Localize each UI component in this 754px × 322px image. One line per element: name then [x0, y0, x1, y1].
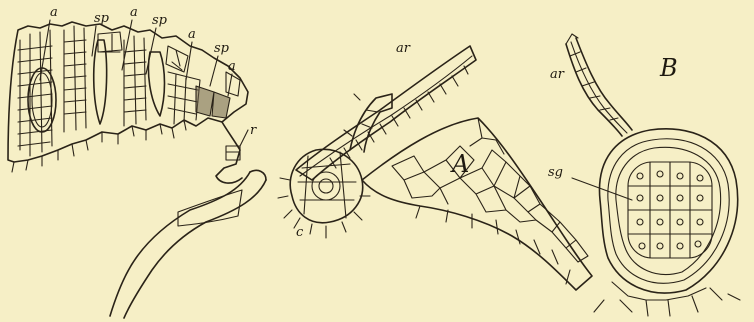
label-mid-ar: ar	[396, 41, 411, 56]
figure-b-archegonium: ar sg B	[548, 34, 740, 316]
label-left-a1: a	[50, 5, 58, 20]
label-mid-c: c	[296, 225, 304, 240]
label-left-a4: a	[228, 59, 236, 74]
label-left-sp2: sp	[152, 13, 168, 28]
label-left-r: r	[250, 123, 257, 138]
left-receptacle-section: a sp a sp a sp a r	[8, 5, 266, 318]
label-fig-A: A	[450, 150, 469, 178]
label-right-ar: ar	[550, 67, 565, 82]
label-left-sp3: sp	[214, 41, 230, 56]
label-left-sp1: sp	[94, 11, 110, 26]
figure-a-archegonium: ar c A	[278, 41, 592, 290]
label-right-sg: sg	[548, 165, 563, 180]
label-left-a2: a	[130, 5, 138, 20]
label-fig-B: B	[659, 54, 678, 82]
label-left-a3: a	[188, 27, 196, 42]
